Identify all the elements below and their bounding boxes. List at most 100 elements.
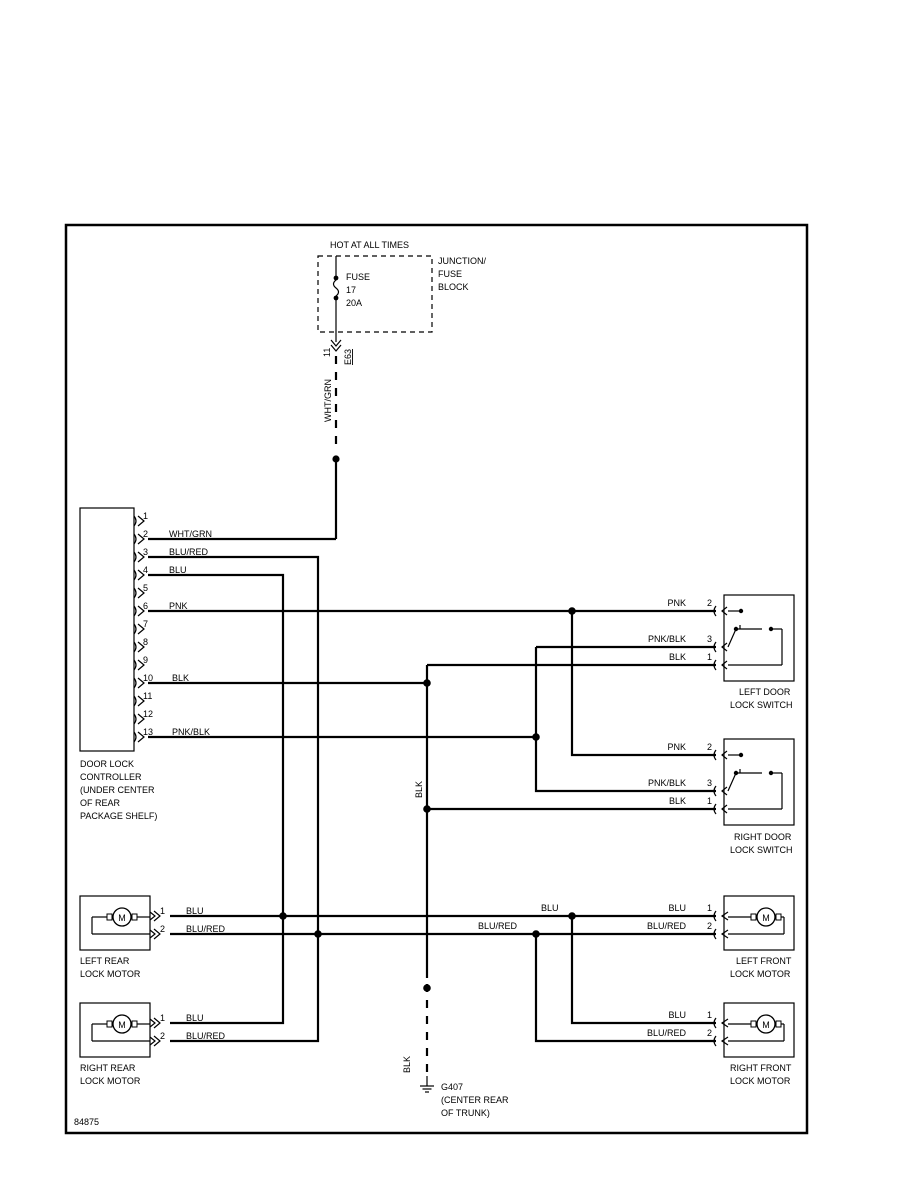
rf-wire-2-color: BLU/RED (647, 1028, 687, 1038)
ground-symbol (420, 1076, 434, 1093)
controller-pin-connector (133, 569, 137, 581)
junction-fuse-block (317, 255, 433, 333)
splice-blu-red-front (532, 930, 540, 938)
controller-pin-connector (133, 605, 137, 617)
lr-wire-1-color: BLU (186, 906, 204, 916)
controller-pin-arrow (137, 713, 145, 725)
controller-name-line-4: OF REAR (80, 798, 121, 808)
controller-pin-arrow (137, 641, 145, 653)
controller-pin-number: 5 (143, 583, 148, 593)
right-door-switch-name-2: LOCK SWITCH (730, 845, 793, 855)
motor-terminal (149, 929, 156, 939)
lr-wire-1-pin: 1 (160, 906, 165, 916)
fuse-symbol (332, 256, 340, 332)
right-front-motor-name-1: RIGHT FRONT (730, 1063, 792, 1073)
left-rear-lock-motor: M 1 BLU 2 BLU/RED LEFT REAR LOCK MOTOR (79, 895, 226, 979)
splice-blu-front (568, 912, 576, 920)
right-door-lock-switch: PNK 2 PNK/BLK 3 BLK 1 RIGHT DOOR LOCK SW… (648, 738, 795, 855)
controller-pin-number: 3 (143, 547, 148, 557)
rr-wire-1-pin: 1 (160, 1013, 165, 1023)
left-door-switch-box (723, 594, 795, 682)
rd-wire-2-pin: 3 (707, 778, 712, 788)
motor-terminal (713, 928, 717, 940)
motor-terminal (713, 910, 717, 922)
controller-pin-arrow (137, 659, 145, 671)
controller-pin-connector (133, 677, 137, 689)
splice-blu-rear (279, 912, 287, 920)
splice-blk-upper (423, 679, 431, 687)
fuse-text: FUSE 17 20A (346, 272, 370, 308)
switch-terminal (713, 641, 717, 653)
right-rear-motor-name-1: RIGHT REAR (80, 1063, 136, 1073)
controller-pin-number: 2 (143, 529, 148, 539)
motor-circle (112, 1014, 132, 1034)
splice-pnk-blk (532, 733, 540, 741)
ctrl-wire-label-2: WHT/GRN (169, 529, 212, 539)
power-wire-label: WHT/GRN (323, 379, 333, 422)
ctrl-wire-label-6: PNK (169, 601, 188, 611)
right-rear-lock-motor: M 1 BLU 2 BLU/RED RIGHT REAR LOCK MOTOR (79, 1002, 226, 1086)
controller-pin-connector (133, 623, 137, 635)
blk-ground-label-lower: BLK (402, 1056, 412, 1073)
right-rear-motor-name-2: LOCK MOTOR (80, 1076, 141, 1086)
ld-wire-3-color: BLK (669, 652, 686, 662)
ld-wire-1-pin: 2 (707, 598, 712, 608)
connector-e63-id: E63 (343, 349, 353, 365)
blu-bus-label: BLU (541, 903, 559, 913)
lr-wire-2-pin: 2 (160, 924, 165, 934)
controller-pin-arrow (137, 569, 145, 581)
controller-pin-number: 10 (143, 673, 153, 683)
rf-wire-2-pin: 2 (707, 1028, 712, 1038)
controller-pin-number: 12 (143, 709, 153, 719)
motor-terminal (713, 1017, 717, 1029)
rd-wire-3-color: BLK (669, 796, 686, 806)
controller-pin-connector (133, 551, 137, 563)
ground-location-1: (CENTER REAR (441, 1095, 509, 1105)
rd-wire-2-color: PNK/BLK (648, 778, 686, 788)
right-front-motor-name-2: LOCK MOTOR (730, 1076, 791, 1086)
switch-terminal-arrow (721, 660, 728, 670)
switch-terminal-arrow (721, 642, 728, 652)
rf-wire-1-color: BLU (668, 1010, 686, 1020)
left-door-switch-wire-labels: PNK 2 PNK/BLK 3 BLK 1 (648, 598, 712, 662)
switch-terminal (713, 605, 717, 617)
controller-pin-number: 11 (143, 691, 152, 701)
controller-pin-connector (133, 515, 137, 527)
controller-pin-connector (133, 659, 137, 671)
controller-pin-connector (133, 533, 137, 545)
switch-contact (738, 608, 744, 614)
controller-pin-arrow (137, 623, 145, 635)
controller-pin-number: 13 (143, 727, 153, 737)
lr-wire-2-color: BLU/RED (186, 924, 226, 934)
controller-pin-arrow (137, 677, 145, 689)
controller-pin-connector (133, 587, 137, 599)
motor-terminal (149, 911, 156, 921)
controller-name-line-2: CONTROLLER (80, 772, 142, 782)
diagram-frame (64, 223, 809, 1135)
right-front-lock-motor: M BLU 1 BLU/RED 2 RIGHT FRONT LOCK MOTOR (647, 1002, 795, 1086)
controller-pin-arrow (137, 533, 145, 545)
switch-terminal-arrow (721, 750, 728, 760)
connector-e63-pin: 11 (322, 348, 332, 357)
ctrl-wire-label-4: BLU (169, 565, 187, 575)
rd-wire-3-pin: 1 (707, 796, 712, 806)
ld-wire-2-pin: 3 (707, 634, 712, 644)
left-front-motor-symbol: M (713, 907, 785, 940)
switch-terminal (713, 749, 717, 761)
motor-terminal (713, 1035, 717, 1047)
power-header: HOT AT ALL TIMES (330, 240, 409, 250)
controller-pin-number: 9 (143, 655, 148, 665)
controller-pin-connector (133, 641, 137, 653)
controller-pin-number: 6 (143, 601, 148, 611)
controller-pin-connector (133, 695, 137, 707)
power-section: HOT AT ALL TIMES FUSE 17 20A JUNCTION/ F… (317, 240, 486, 539)
right-door-switch-name-1: RIGHT DOOR (734, 832, 792, 842)
left-rear-motor-name-1: LEFT REAR (80, 956, 130, 966)
fuse-rating: 20A (346, 298, 362, 308)
splice-blu-red-rear (314, 930, 322, 938)
controller-pin-connector (133, 713, 137, 725)
left-front-motor-name-1: LEFT FRONT (736, 956, 792, 966)
controller-pin-connector (133, 731, 137, 743)
